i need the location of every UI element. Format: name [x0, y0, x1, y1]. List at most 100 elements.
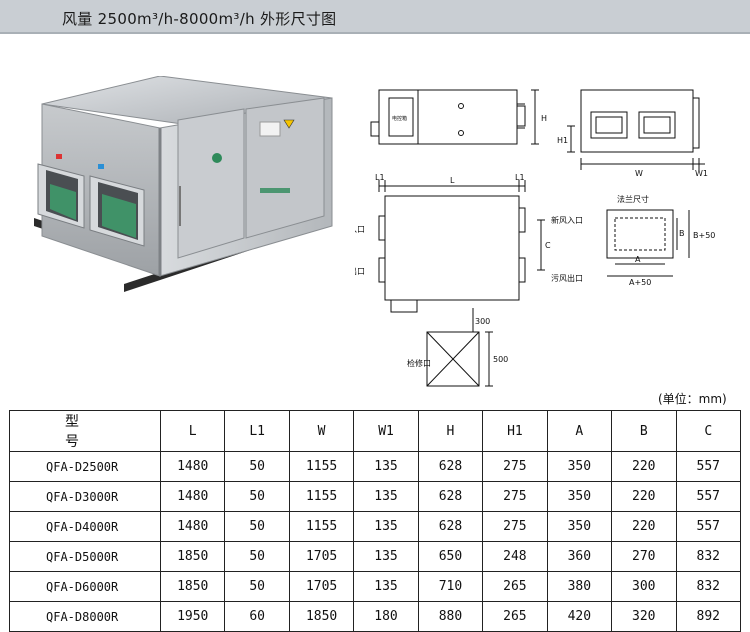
value-cell: 1705 — [288, 541, 355, 572]
dim-B: B — [679, 229, 685, 238]
value-cell: 1705 — [288, 571, 355, 602]
value-cell: 832 — [675, 571, 741, 602]
dim-A: A — [635, 255, 641, 264]
col-header-A: A — [546, 410, 613, 452]
value-cell: 50 — [224, 571, 290, 602]
value-cell: 265 — [482, 601, 548, 632]
model-cell: QFA-D4000R — [9, 511, 161, 542]
value-cell: 1155 — [288, 511, 355, 542]
label-polluted-in: 污风入口 — [355, 224, 365, 234]
value-cell: 557 — [675, 451, 741, 482]
value-cell: 420 — [546, 601, 613, 632]
value-cell: 628 — [417, 451, 484, 482]
value-cell: 1850 — [288, 601, 355, 632]
value-cell: 60 — [224, 601, 290, 632]
plan-view — [384, 195, 520, 301]
value-cell: 1950 — [159, 601, 226, 632]
value-cell: 628 — [417, 511, 484, 542]
value-cell: 650 — [417, 541, 484, 572]
dim-L1-left: L1 — [375, 173, 385, 182]
value-cell: 557 — [675, 481, 741, 512]
dim-H1: H1 — [557, 136, 568, 145]
value-cell: 270 — [611, 541, 677, 572]
model-cell: QFA-D3000R — [9, 481, 161, 512]
value-cell: 350 — [546, 451, 613, 482]
dim-500: 500 — [493, 355, 508, 364]
dimension-drawings: 电控箱 H H1 W W1 L L1 L1 C 污风入口 新风出口 新风入口 污… — [355, 89, 715, 387]
flange-title: 法兰尺寸 — [617, 194, 649, 204]
col-header-W1: W1 — [353, 410, 419, 452]
col-header-C: C — [675, 410, 741, 452]
value-cell: 832 — [675, 541, 741, 572]
control-panel — [245, 97, 325, 239]
col-header-H: H — [417, 410, 484, 452]
flange-view — [606, 209, 674, 259]
label-blue — [98, 164, 104, 169]
value-cell: 50 — [224, 481, 290, 512]
value-cell: 350 — [546, 481, 613, 512]
label-red — [56, 154, 62, 159]
col-header-L1: L1 — [224, 410, 290, 452]
value-cell: 1480 — [159, 451, 226, 482]
air-duct-left — [37, 163, 85, 229]
dim-W1: W1 — [695, 169, 708, 178]
dim-B50: B+50 — [693, 231, 715, 240]
title-bar: 风量 2500m³/h-8000m³/h 外形尺寸图 — [0, 0, 750, 34]
col-header-L: L — [159, 410, 226, 452]
model-cell: QFA-D8000R — [9, 601, 161, 632]
value-cell: 275 — [482, 481, 548, 512]
dim-W: W — [635, 169, 643, 178]
label-polluted-out: 污风出口 — [551, 273, 583, 283]
value-cell: 248 — [482, 541, 548, 572]
value-cell: 380 — [546, 571, 613, 602]
label-fresh-out: 新风出口 — [355, 266, 365, 276]
side-view — [580, 89, 694, 153]
dim-L: L — [450, 176, 455, 185]
unit-note: (单位：mm) — [658, 392, 727, 406]
value-cell: 1155 — [288, 451, 355, 482]
value-cell: 135 — [353, 541, 419, 572]
col-header-H1: H1 — [482, 410, 548, 452]
access-port — [426, 331, 480, 387]
col-header-B: B — [611, 410, 677, 452]
nameplate — [259, 121, 281, 137]
value-cell: 275 — [482, 451, 548, 482]
dim-A50: A+50 — [629, 278, 651, 287]
value-cell: 220 — [611, 481, 677, 512]
unit-photo — [34, 76, 333, 292]
value-cell: 220 — [611, 511, 677, 542]
value-cell: 1480 — [159, 511, 226, 542]
value-cell: 557 — [675, 511, 741, 542]
dim-H: H — [541, 114, 547, 123]
title-divider — [0, 32, 750, 34]
air-duct-right — [89, 175, 145, 247]
label-fresh-in: 新风入口 — [551, 215, 583, 225]
value-cell: 275 — [482, 511, 548, 542]
value-cell: 50 — [224, 511, 290, 542]
electric-box-label: 电控箱 — [392, 115, 407, 122]
value-cell: 710 — [417, 571, 484, 602]
value-cell: 265 — [482, 571, 548, 602]
dim-C: C — [545, 241, 551, 250]
dim-300: 300 — [475, 317, 490, 326]
dim-L1-right: L1 — [515, 173, 525, 182]
value-cell: 1480 — [159, 481, 226, 512]
value-cell: 180 — [353, 601, 419, 632]
electric-box — [388, 97, 414, 137]
value-cell: 350 — [546, 511, 613, 542]
value-cell: 135 — [353, 481, 419, 512]
value-cell: 135 — [353, 451, 419, 482]
model-cell: QFA-D6000R — [9, 571, 161, 602]
value-cell: 50 — [224, 451, 290, 482]
value-cell: 135 — [353, 511, 419, 542]
value-cell: 628 — [417, 481, 484, 512]
access-port-label: 检修口 — [407, 358, 431, 368]
brand-badge — [212, 153, 222, 163]
